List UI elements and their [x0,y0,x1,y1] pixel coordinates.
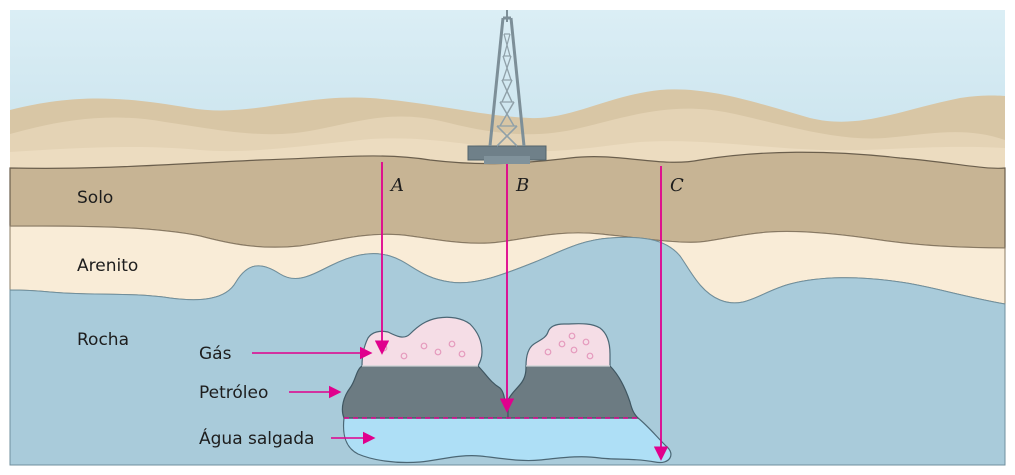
drill-point-a-label: A [389,175,404,196]
drill-point-c-label: C [670,175,684,196]
sandstone-label: Arenito [77,256,138,276]
gas-zone-right [525,323,611,367]
oil-label: Petróleo [199,383,268,403]
gas-label: Gás [199,344,232,364]
salt-water-label: Água salgada [199,427,314,449]
salt-water-zone [342,417,672,464]
oil-derrick [467,10,547,164]
oil-zone-left [341,365,509,419]
rock-label: Rocha [77,330,129,350]
gas-zone-left [361,316,483,367]
soil-label: Solo [77,188,113,208]
drill-point-b-label: B [515,175,529,196]
